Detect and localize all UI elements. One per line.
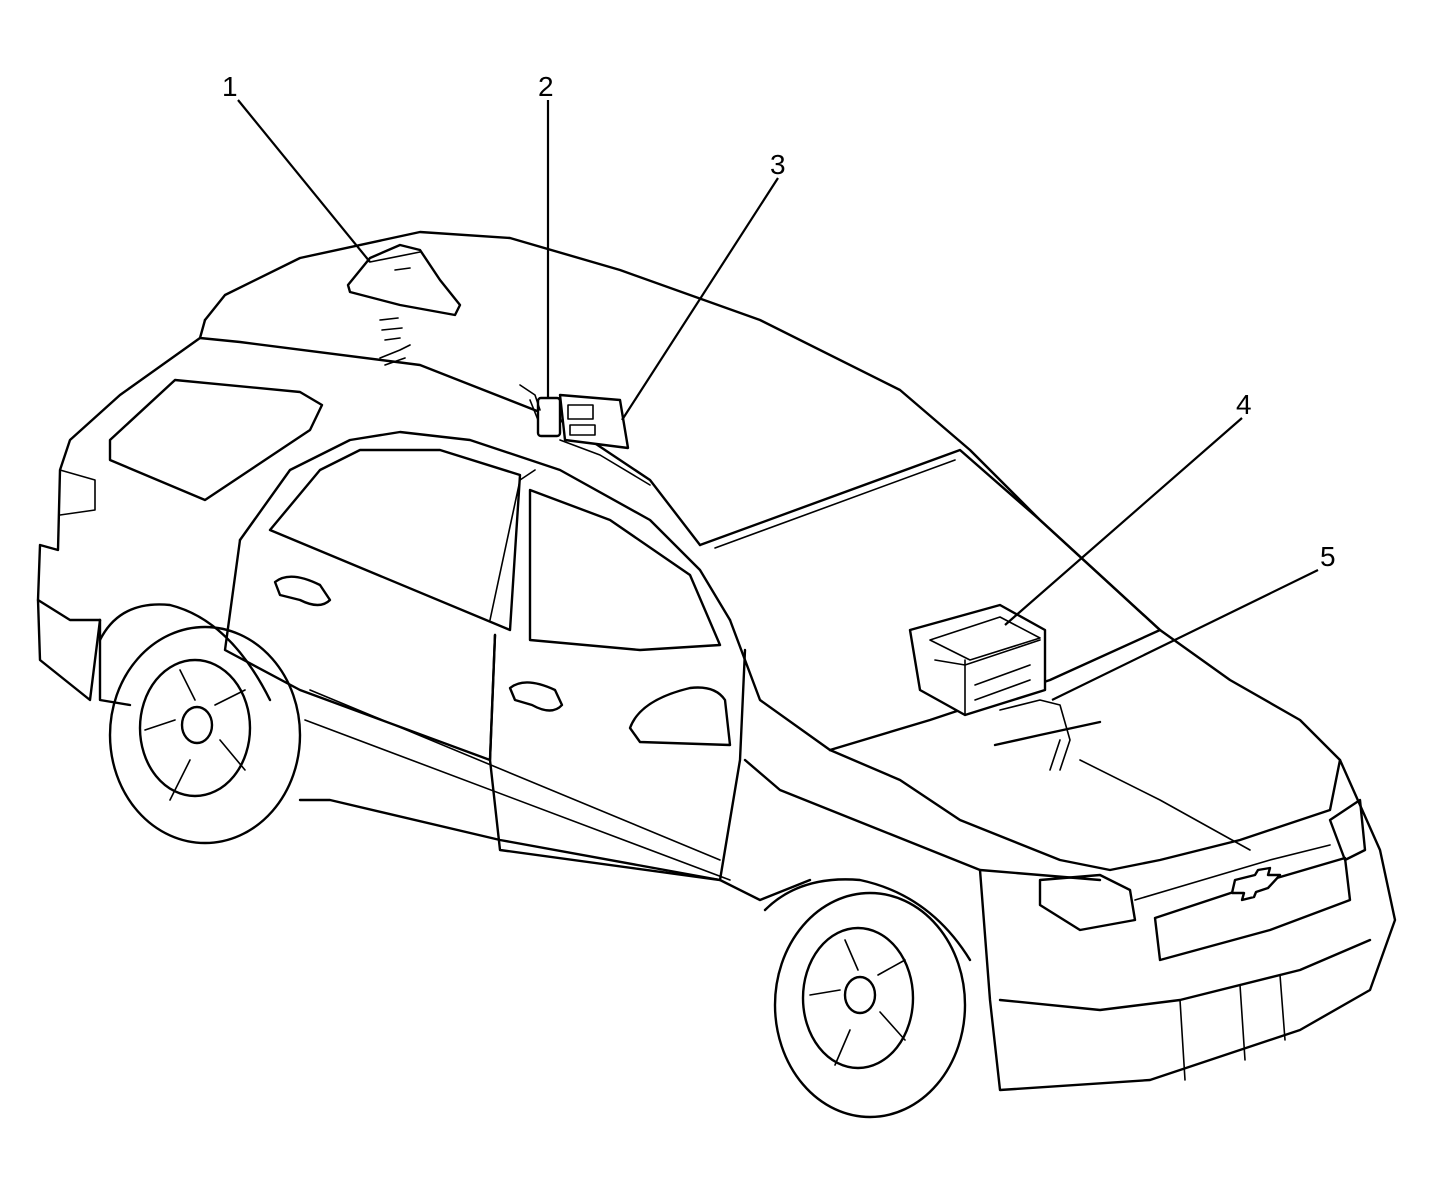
lower-body-side [298, 798, 812, 902]
harness-component [993, 699, 1102, 771]
headlamp [1038, 873, 1137, 932]
callout-labels: 1 2 3 4 5 [222, 71, 1336, 572]
module-component [558, 393, 651, 486]
front-fender [743, 758, 1102, 882]
callout-leaders [237, 99, 1319, 701]
side-mirror [628, 686, 732, 747]
callout-label-3: 3 [770, 149, 786, 180]
rear-side-window [268, 448, 522, 632]
connector-component [519, 384, 562, 438]
front-door-handle [508, 681, 564, 712]
bowtie-emblem [1230, 866, 1282, 902]
rear-door-handle [273, 575, 332, 607]
callout-label-5: 5 [1320, 541, 1336, 572]
front-fascia [978, 758, 1397, 1092]
front-door [488, 633, 747, 882]
front-side-window [528, 488, 722, 652]
radio-unit-component [908, 603, 1047, 717]
front-wheel [763, 878, 972, 1119]
leader-line-5 [1051, 569, 1319, 701]
grille [1153, 856, 1352, 962]
vehicle-body [36, 230, 1397, 1092]
rear-door [223, 538, 497, 762]
hood [828, 628, 1342, 872]
windshield [698, 448, 1162, 752]
front-lower-bumper [998, 938, 1372, 1012]
rear-tailgate [36, 336, 202, 622]
callout-label-2: 2 [538, 71, 554, 102]
leader-line-4 [1004, 417, 1243, 626]
leader-line-3 [621, 177, 779, 421]
right-headlamp [1328, 798, 1367, 862]
rear-wheel [98, 603, 302, 845]
callout-label-1: 1 [222, 71, 238, 102]
rear-window [108, 378, 324, 502]
roof-antenna-component [346, 243, 462, 366]
side-window-frame [238, 430, 732, 622]
rear-bumper [36, 598, 102, 702]
callout-label-4: 4 [1236, 389, 1252, 420]
leader-line-1 [237, 99, 371, 263]
